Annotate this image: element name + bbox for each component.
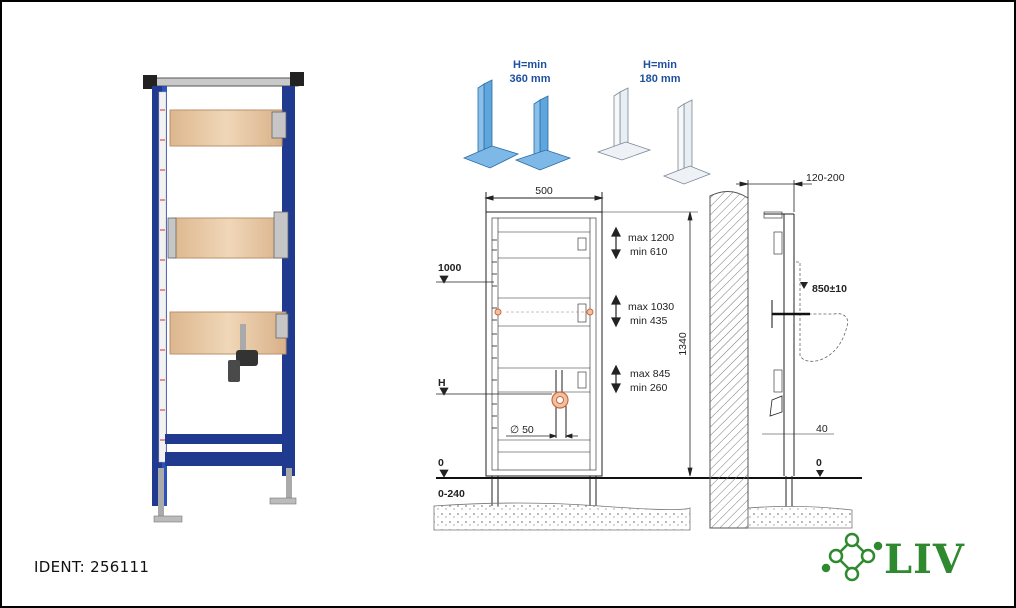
bowl-height-label: 850±10 bbox=[812, 283, 847, 295]
bowl-height-marker bbox=[800, 282, 808, 289]
installation-frame-illustration bbox=[143, 72, 304, 523]
total-height-dimension bbox=[602, 211, 698, 477]
wall-section bbox=[709, 191, 749, 529]
short-bracket-label-line2: 180 mm bbox=[640, 73, 681, 85]
level-h-label: H bbox=[438, 377, 446, 389]
tall-bracket-label-line2: 360 mm bbox=[510, 73, 551, 85]
level-0-right-label: 0 bbox=[816, 457, 822, 469]
ident-number: IDENT: 256111 bbox=[34, 558, 150, 576]
pipe-fitting bbox=[494, 308, 594, 409]
tall-bracket-illustration bbox=[462, 79, 572, 171]
range-low-max: max 845 bbox=[630, 368, 670, 380]
range-mid-max: max 1030 bbox=[628, 301, 674, 313]
toilet-bowl-outline bbox=[796, 261, 849, 362]
tall-bracket-label-line1: H=min bbox=[513, 59, 547, 71]
short-bracket-label-line1: H=min bbox=[643, 59, 677, 71]
range-top-max: max 1200 bbox=[628, 232, 674, 244]
width-dimension-label: 500 bbox=[535, 185, 553, 197]
level-markers bbox=[436, 275, 552, 478]
floor-range-label: 0-240 bbox=[438, 488, 465, 500]
total-height-label: 1340 bbox=[677, 332, 689, 356]
range-top-min: min 610 bbox=[630, 246, 668, 258]
depth-dimension bbox=[736, 180, 812, 212]
molecule-icon bbox=[821, 532, 883, 582]
depth-label: 120-200 bbox=[806, 172, 845, 184]
pipe-diameter-label: ∅ 50 bbox=[510, 424, 534, 436]
ground-left bbox=[433, 502, 691, 531]
pipe-diameter-dimension bbox=[506, 433, 578, 439]
ground-right bbox=[747, 506, 853, 529]
front-view-drawing bbox=[484, 192, 604, 506]
level-0-left-label: 0 bbox=[438, 457, 444, 469]
brand-logo-text: LIV bbox=[884, 536, 965, 583]
range-mid-min: min 435 bbox=[630, 315, 668, 327]
range-arrows bbox=[611, 226, 621, 394]
side-view-frame bbox=[762, 211, 834, 506]
offset-40-label: 40 bbox=[816, 423, 828, 435]
level-1000-label: 1000 bbox=[438, 262, 462, 274]
range-low-min: min 260 bbox=[630, 382, 668, 394]
level-0-right-marker bbox=[816, 470, 824, 477]
short-bracket-illustration bbox=[596, 87, 712, 185]
